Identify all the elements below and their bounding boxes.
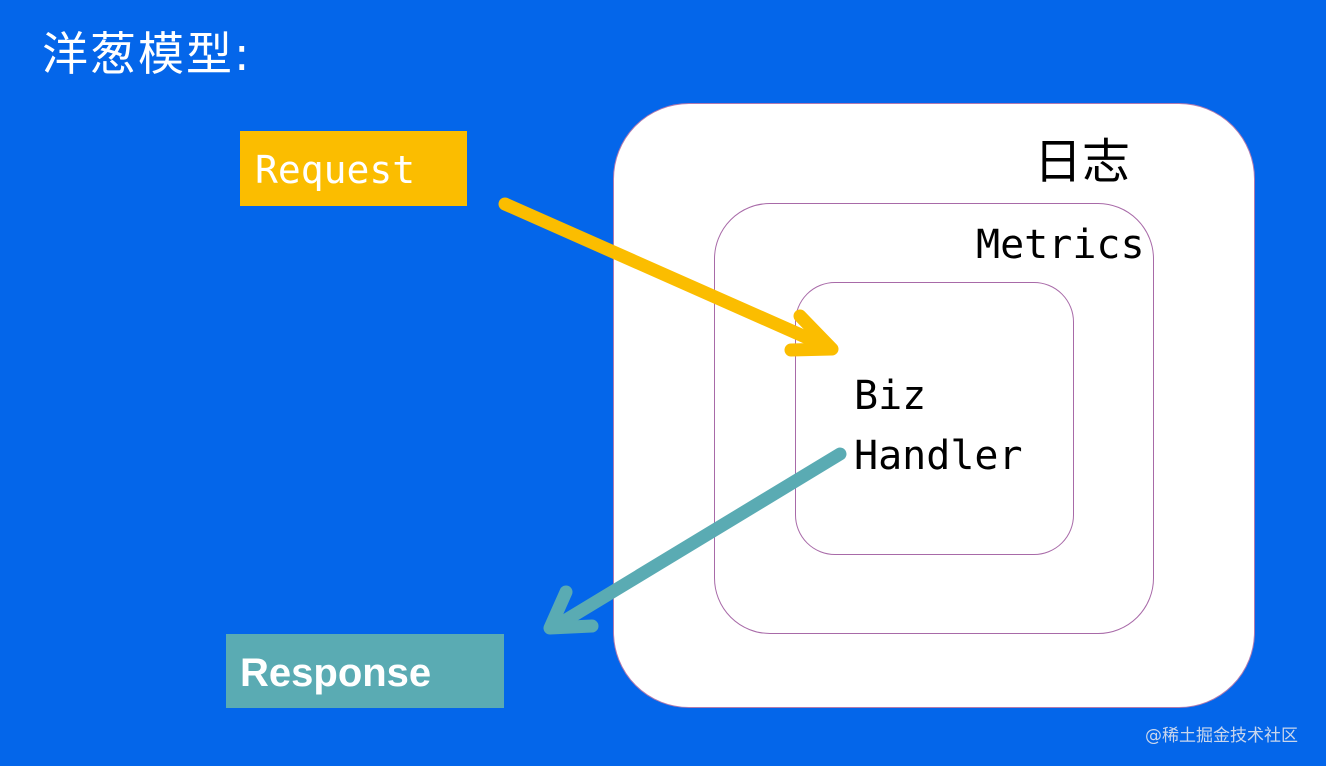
log-layer-label: 日志 xyxy=(1034,134,1131,190)
watermark: @稀土掘金技术社区 xyxy=(1145,726,1298,746)
biz-handler-layer xyxy=(795,282,1074,555)
request-box: Request xyxy=(240,131,467,206)
metrics-layer-label: Metrics xyxy=(976,222,1145,268)
metrics-layer xyxy=(714,203,1154,634)
page-title: 洋葱模型: xyxy=(42,27,252,81)
response-box: Response xyxy=(226,634,504,708)
request-arrow xyxy=(498,197,839,357)
biz-handler-label-line1: Biz xyxy=(854,373,927,419)
biz-handler-label-line2: Handler xyxy=(854,433,1023,479)
biz-handler-label: Biz Handler xyxy=(854,366,1023,486)
response-arrow xyxy=(543,447,847,635)
